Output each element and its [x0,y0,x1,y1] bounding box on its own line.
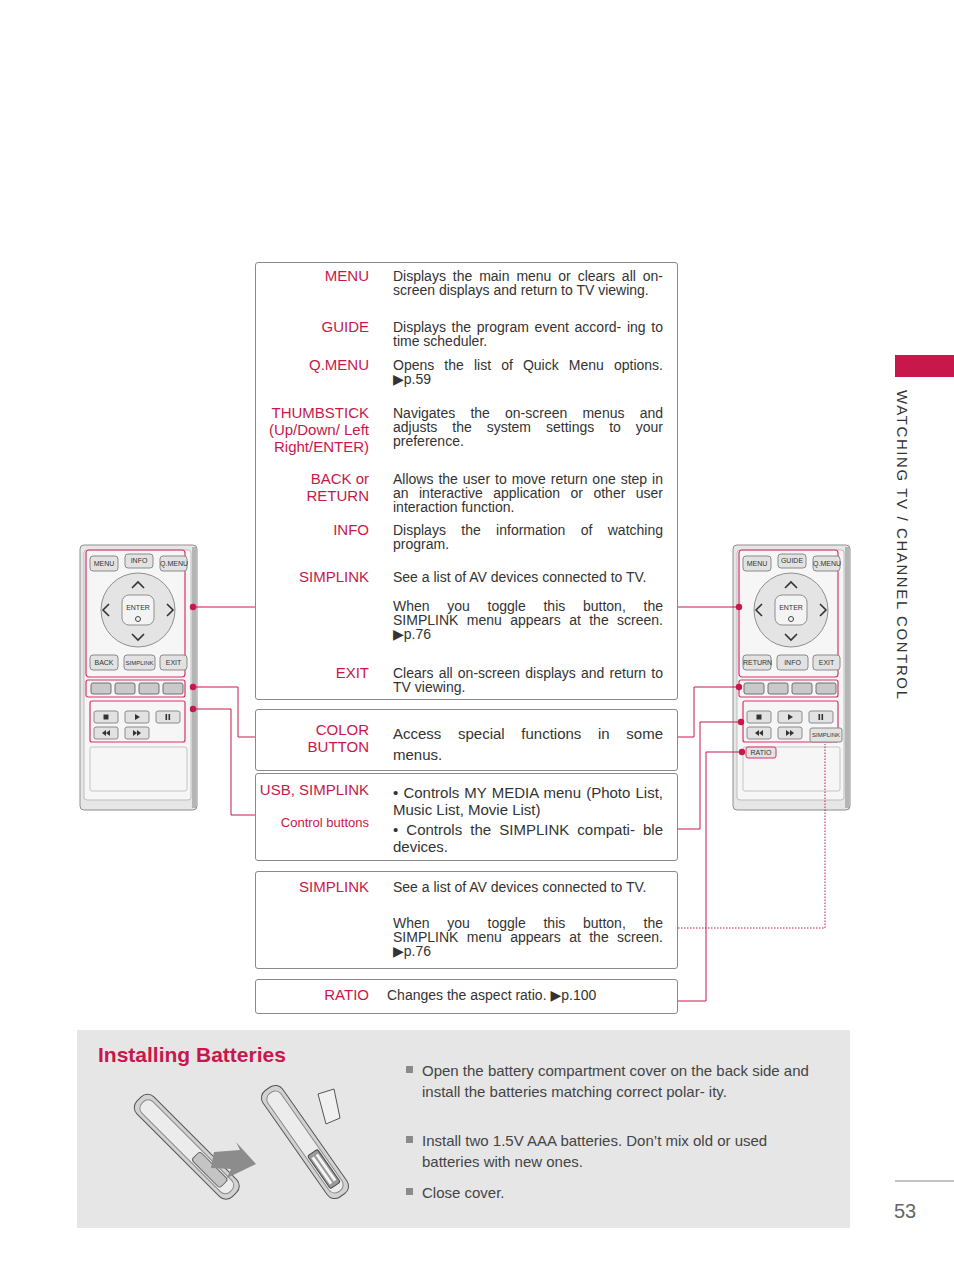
description-box: SIMPLINK See a list of AV devices connect… [255,871,678,969]
item-name: THUMBSTICK (Up/Down/ Left Right/ENTER) [259,404,369,455]
item-description: Allows the user to move return one step … [393,472,663,514]
button-label: BACK [90,659,118,667]
button-label: MENU [743,560,771,568]
instruction-text: Install two 1.5V AAA batteries. Don’t mi… [422,1130,822,1172]
item-name: MENU [259,267,369,284]
item-name: SIMPLINK [259,568,369,585]
item-subname: Control buttons [259,815,369,831]
description-box: MENU Displays the main menu or clears all… [255,262,678,700]
button-label: SIMPLINK [810,731,842,739]
item-description: See a list of AV devices connected to TV… [393,570,663,584]
button-label: RETURN [743,659,771,667]
item-description: Changes the aspect ratio. ▶p.100 [387,988,672,1002]
description-box: USB, SIMPLINK Control buttons • Controls M… [255,773,678,861]
item-name: RATIO [259,986,369,1003]
item-description: See a list of AV devices connected to TV… [393,880,663,894]
item-name: INFO [259,521,369,538]
item-description: • Controls the SIMPLINK compati- ble dev… [393,821,663,855]
item-name: COLOR BUTTON [259,721,369,755]
button-label: INFO [777,659,808,667]
instruction-panel: Installing BatteriesOpen the battery com… [77,1030,850,1228]
section-title: Installing Batteries [98,1042,398,1068]
item-description: Access special functions in some menus. [393,723,663,765]
item-name: BACK or RETURN [259,470,369,504]
item-description: When you toggle this button, the SIMPLIN… [393,599,663,641]
button-label: RATIO [746,749,776,757]
instruction-text: Open the battery compartment cover on th… [422,1060,822,1102]
button-label: ENTER [122,604,154,612]
item-description: Displays the information of watching pro… [393,523,663,551]
button-label: INFO [125,557,153,565]
item-description: Clears all on-screen displays and return… [393,666,663,694]
item-name: Q.MENU [259,356,369,373]
button-label: Q.MENU [160,560,187,568]
item-description: Displays the main menu or clears all on-… [393,269,663,297]
button-label: SIMPLINK [124,659,155,667]
item-description: Opens the list of Quick Menu options. ▶p… [393,358,663,386]
button-label: MENU [90,560,118,568]
description-box: RATIO Changes the aspect ratio. ▶p.100 [255,979,678,1014]
button-label: GUIDE [778,557,806,565]
item-name: EXIT [259,664,369,681]
description-box: COLOR BUTTON Access special functions in … [255,709,678,771]
item-name: USB, SIMPLINK [259,781,369,798]
page-number: 53 [880,1199,930,1223]
item-description: Displays the program event accord- ing t… [393,320,663,348]
button-label: EXIT [160,659,187,667]
button-label: Q.MENU [813,560,840,568]
item-name: SIMPLINK [259,878,369,895]
item-description: Navigates the on-screen menus and adjust… [393,406,663,448]
item-description: • Controls MY MEDIA menu (Photo List, Mu… [393,784,663,818]
chapter-tab-text: WATCHING TV / CHANNEL CONTROL [893,390,911,701]
item-name: GUIDE [259,318,369,335]
item-description: When you toggle this button, the SIMPLIN… [393,916,663,958]
instruction-text: Close cover. [422,1182,822,1203]
button-label: EXIT [813,659,840,667]
button-label: ENTER [775,604,807,612]
